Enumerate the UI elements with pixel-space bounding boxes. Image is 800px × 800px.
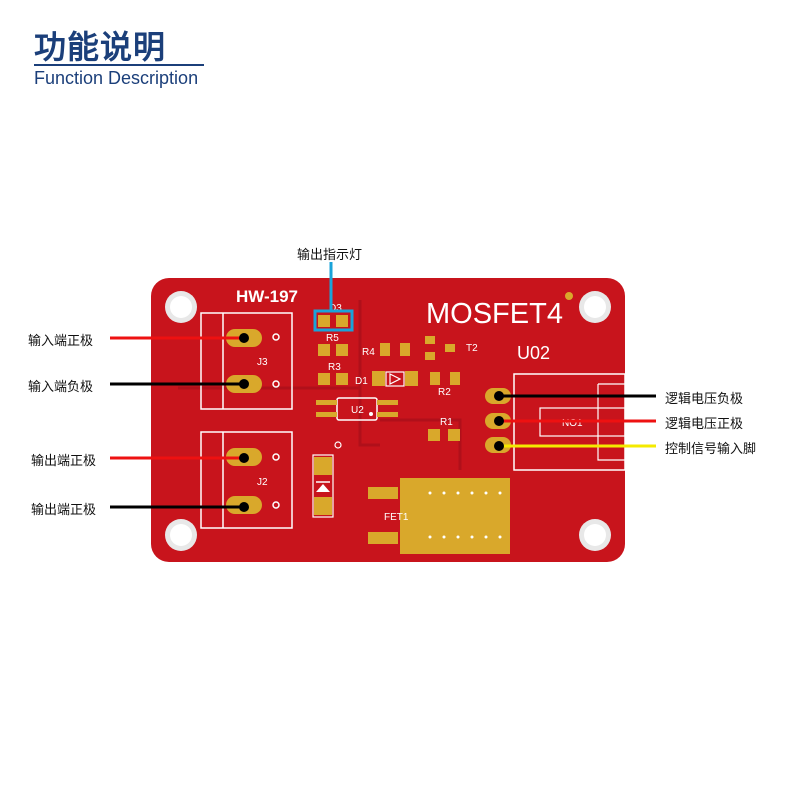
callout-indicator: 输出指示灯 (297, 248, 363, 263)
label-t2: T2 (466, 343, 478, 354)
page-subtitle: Function Description (34, 68, 199, 88)
label-fet1: FET1 (384, 512, 409, 523)
label-no1: NO1 (562, 418, 583, 429)
callout-input-pos: 输入端正极 (28, 334, 94, 349)
label-d1: D1 (355, 376, 368, 387)
indicator-highlight (313, 309, 354, 332)
page-title: 功能说明 (34, 28, 167, 66)
label-j2: J2 (257, 477, 268, 488)
label-u2: U2 (351, 405, 364, 416)
mounting-holes (165, 291, 611, 551)
label-r1: R1 (440, 417, 453, 428)
label-j3: J3 (257, 357, 268, 368)
label-r4: R4 (362, 347, 375, 358)
callout-ctrl-in: 控制信号输入脚 (665, 442, 757, 457)
callout-logic-neg: 逻辑电压负极 (665, 392, 744, 407)
label-r2: R2 (438, 387, 451, 398)
pcb-name-text: MOSFET4 (426, 298, 563, 330)
callout-logic-pos: 逻辑电压正极 (665, 417, 744, 432)
label-r3: R3 (328, 362, 341, 373)
pcb-code-text: U02 (517, 343, 550, 363)
chip-u2 (316, 397, 398, 421)
title-underline (34, 64, 204, 66)
diode-vertical (312, 441, 342, 518)
pcb-dot (565, 292, 573, 300)
smd-pads (318, 315, 460, 441)
label-r5: R5 (326, 333, 339, 344)
pcb-model-text: HW-197 (236, 287, 298, 306)
fet1 (368, 478, 510, 554)
callout-input-neg: 输入端负极 (28, 380, 94, 395)
terminal-j2 (200, 431, 293, 529)
label-d3: D3 (329, 303, 342, 314)
callout-output-pos-1: 输出端正极 (31, 454, 97, 469)
callout-output-pos-2: 输出端正极 (31, 503, 97, 518)
